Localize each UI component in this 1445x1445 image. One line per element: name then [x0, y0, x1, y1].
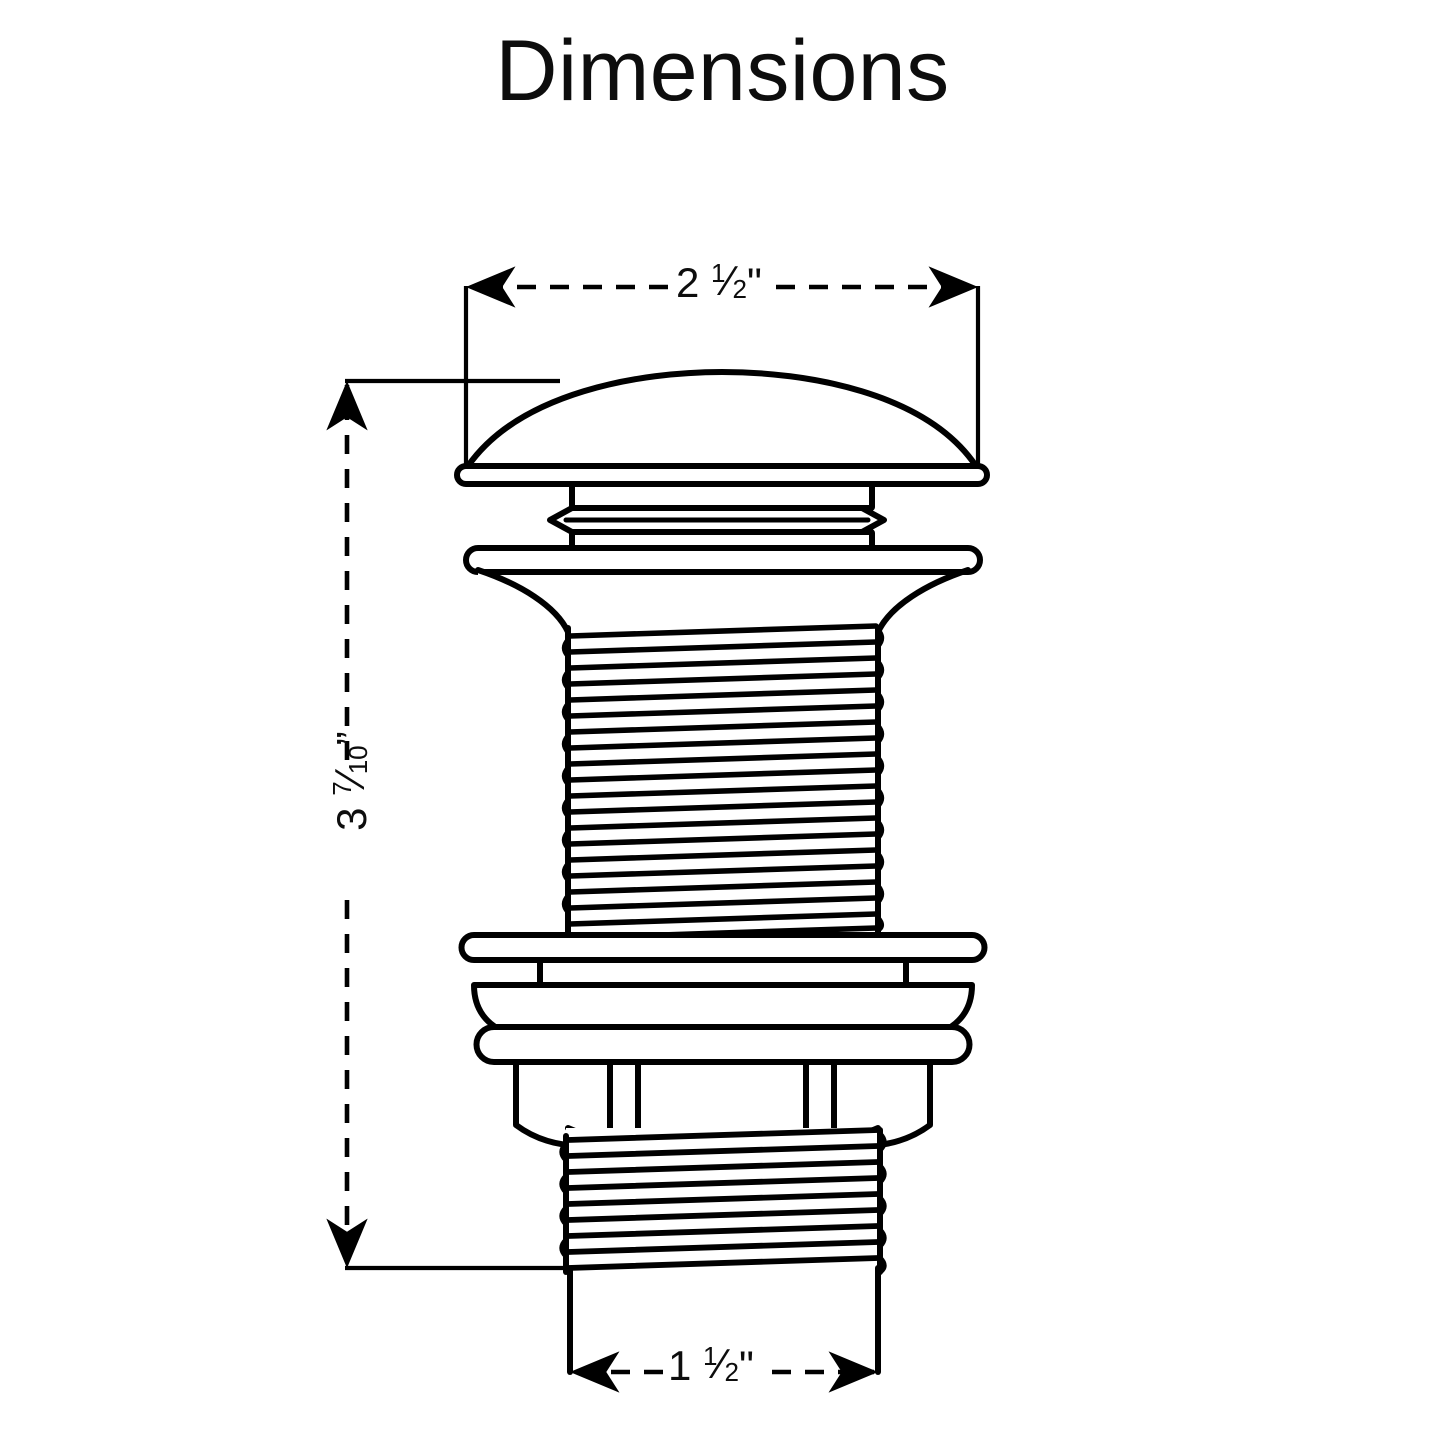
dimension-label-thread-diameter: 1 1⁄2" [668, 1340, 754, 1390]
lower-thread-crests [559, 1131, 887, 1275]
lower-thread-turns [565, 1127, 881, 1271]
drain-stopper-part [454, 369, 990, 1375]
dim-left-whole: 3 [327, 807, 375, 831]
cap-dome [465, 369, 979, 469]
upper-thread-crests [561, 627, 885, 933]
dim-top-denominator: 2 [732, 274, 748, 305]
dimension-label-cap-diameter: 2 1⁄2" [676, 257, 762, 307]
dim-bottom-whole: 1 [668, 1342, 692, 1390]
dim-top-numerator: 1 [711, 258, 726, 289]
dim-top-fraction: 1⁄2 [711, 257, 748, 305]
cap-stem-upper [569, 481, 875, 511]
flange-fillet-right-curve [875, 567, 971, 635]
dimension-label-overall-height: 3 7⁄10” [326, 701, 375, 861]
upper-thread-turns [567, 623, 879, 941]
cap-rim [454, 463, 990, 487]
page-title: Dimensions [495, 23, 950, 119]
upper-flange-plate [463, 545, 983, 575]
lower-flange-plate [473, 1024, 973, 1065]
dim-left-numerator: 7 [327, 781, 358, 796]
flange-fillet-left [478, 570, 568, 636]
dim-left-denominator: 10 [343, 745, 374, 775]
dim-bottom-denominator: 2 [724, 1357, 740, 1388]
dim-top-whole: 2 [676, 259, 700, 307]
dim-bottom-fraction: 1⁄2 [703, 1340, 740, 1388]
dim-bottom-unit: " [739, 1342, 754, 1390]
dim-top-unit: " [747, 259, 762, 307]
dim-left-fraction: 7⁄10 [326, 745, 374, 796]
dim-left-unit: ” [327, 731, 375, 746]
mid-flange-plate [458, 932, 988, 963]
flange-fillet-left-curve [475, 567, 571, 635]
dim-bottom-numerator: 1 [703, 1341, 718, 1372]
